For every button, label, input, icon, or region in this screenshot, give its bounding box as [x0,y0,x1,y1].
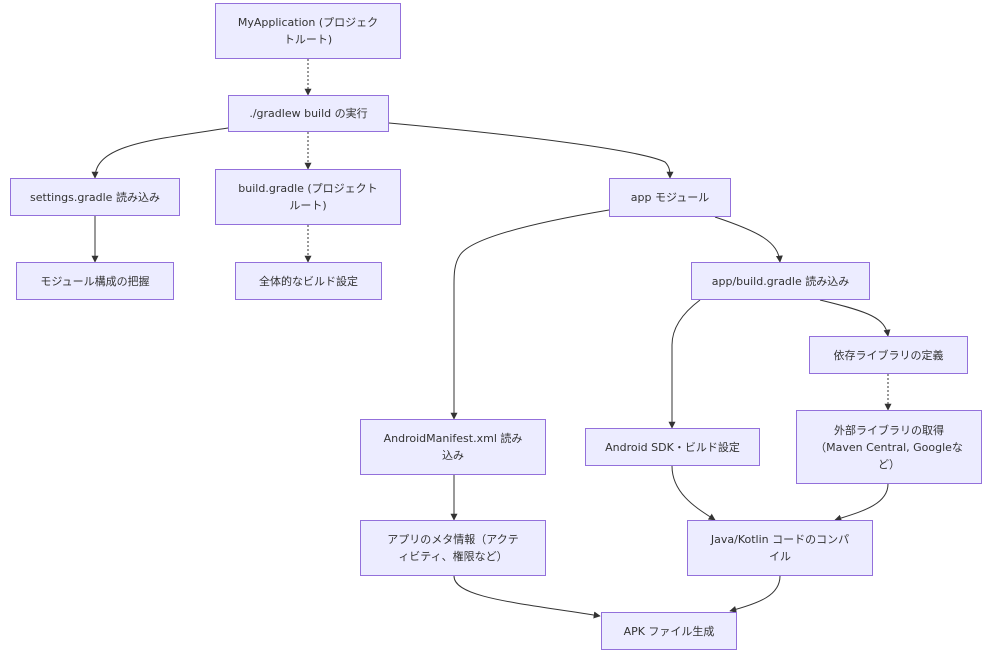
edge-meta-apk [453,575,601,619]
edges [91,59,892,619]
node-manifest-label: AndroidManifest.xml 読み 込み [383,432,523,462]
node-root: MyApplication (プロジェク トルート) [215,3,401,59]
node-external-libs: 外部ライブラリの取得 （Maven Central, Googleな ど） [796,410,982,484]
node-build-root-label: build.gradle (プロジェクト ルート) [238,182,378,212]
node-gradlew-label: ./gradlew build の実行 [249,107,368,120]
node-settings-label: settings.gradle 読み込み [30,190,160,204]
node-compile-label: Java/Kotlin コードのコンパ イル [710,533,850,563]
node-dependencies-def: 依存ライブラリの定義 [809,336,968,374]
node-settings: settings.gradle 読み込み [10,178,180,216]
edge-external-compile [834,483,889,522]
edge-gradlew-app-module [388,122,674,179]
node-overall-build: 全体的なビルド設定 [235,262,382,300]
node-root-label: MyApplication (プロジェク トルート) [237,16,379,46]
node-compile: Java/Kotlin コードのコンパ イル [687,520,873,576]
node-app-module: app モジュール [609,178,731,217]
node-overall-build-label: 全体的なビルド設定 [259,274,358,288]
node-sdk-settings: Android SDK・ビルド設定 [585,428,760,466]
node-app-module-label: app モジュール [630,191,710,204]
edge-app-build-sdk [668,299,701,429]
node-manifest: AndroidManifest.xml 読み 込み [360,419,546,475]
node-meta-info: アプリのメタ情報（アクテ ィビティ、権限など） [360,520,546,576]
edge-app-module-app-build [714,216,783,263]
node-gradlew: ./gradlew build の実行 [228,95,389,132]
node-external-libs-label: 外部ライブラリの取得 （Maven Central, Googleな ど） [815,423,963,471]
node-build-root: build.gradle (プロジェクト ルート) [215,169,401,225]
edge-compile-apk [729,575,781,613]
edge-app-build-deps [819,299,891,337]
node-app-build-gradle: app/build.gradle 読み込み [691,262,870,300]
node-apk-label: APK ファイル生成 [623,624,715,638]
node-dependencies-def-label: 依存ライブラリの定義 [833,348,944,362]
node-module-structure: モジュール構成の把握 [16,262,174,300]
node-app-build-gradle-label: app/build.gradle 読み込み [711,274,850,288]
edge-gradlew-settings [91,127,229,179]
node-module-structure-label: モジュール構成の把握 [40,274,150,288]
edge-app-module-manifest [450,209,610,420]
edge-sdk-compile [671,465,716,521]
node-meta-info-label: アプリのメタ情報（アクテ ィビティ、権限など） [387,533,519,563]
node-sdk-settings-label: Android SDK・ビルド設定 [605,440,740,454]
node-apk: APK ファイル生成 [601,612,737,650]
